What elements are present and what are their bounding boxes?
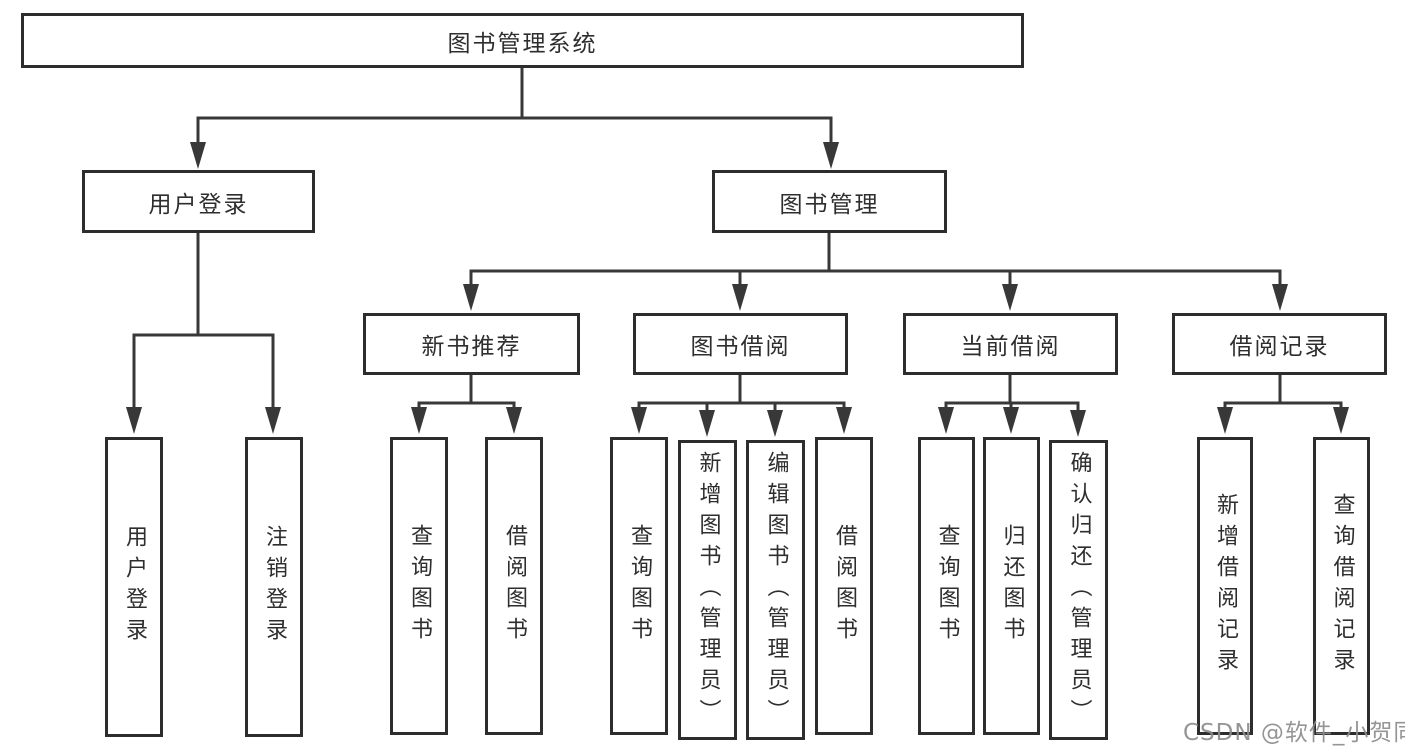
- node-user-login: 用户登录: [82, 170, 315, 233]
- leaf-add-borrow-record: 新增借阅记录: [1197, 437, 1253, 735]
- leaf-add-book-admin: 新增图书（管理员）: [678, 440, 737, 740]
- node-current-borrow: 当前借阅: [903, 313, 1118, 375]
- leaf-label: 新增借阅记录: [1213, 493, 1238, 679]
- leaf-label: 归还图书: [999, 524, 1025, 648]
- csdn-watermark: CSDN @软件_小贺同学: [1183, 720, 1405, 746]
- leaf-borrow-books: 借阅图书: [815, 437, 873, 735]
- node-book-borrow: 图书借阅: [633, 313, 848, 375]
- node-label: 用户登录: [148, 191, 249, 218]
- leaf-query-books: 查询图书: [610, 437, 668, 735]
- leaf-label: 确认归还（管理员）: [1066, 450, 1092, 730]
- leaf-borrow-books: 借阅图书: [485, 437, 543, 735]
- leaf-label: 查询图书: [627, 524, 652, 648]
- leaf-logout: 注销登录: [245, 437, 303, 737]
- leaf-return-books: 归还图书: [983, 437, 1040, 735]
- node-book-management: 图书管理: [712, 170, 947, 233]
- node-label: 新书推荐: [421, 334, 522, 360]
- leaf-edit-book-admin: 编辑图书（管理员）: [746, 440, 805, 740]
- node-label: 图书管理: [779, 191, 880, 218]
- leaf-query-books: 查询图书: [918, 437, 975, 735]
- node-label: 图书管理系统: [447, 30, 598, 57]
- node-label: 借阅记录: [1229, 334, 1330, 360]
- node-label: 当前借阅: [960, 334, 1061, 360]
- leaf-label: 用户登录: [122, 525, 147, 649]
- leaf-user-login: 用户登录: [105, 437, 163, 737]
- leaf-label: 注销登录: [262, 525, 287, 649]
- node-borrow-records: 借阅记录: [1172, 313, 1387, 375]
- leaf-label: 编辑图书（管理员）: [763, 450, 789, 730]
- leaf-label: 查询图书: [934, 524, 960, 648]
- leaf-query-books: 查询图书: [390, 437, 448, 735]
- leaf-confirm-return-admin: 确认归还（管理员）: [1049, 440, 1108, 740]
- leaf-label: 新增图书（管理员）: [695, 450, 721, 730]
- leaf-query-borrow-record: 查询借阅记录: [1313, 437, 1370, 735]
- leaf-label: 借阅图书: [502, 524, 527, 648]
- node-new-book-recommend: 新书推荐: [363, 313, 580, 375]
- leaf-label: 查询图书: [407, 524, 432, 648]
- node-library-management-system: 图书管理系统: [21, 13, 1024, 68]
- node-label: 图书借阅: [690, 334, 791, 360]
- leaf-label: 借阅图书: [832, 524, 857, 648]
- leaf-label: 查询借阅记录: [1329, 493, 1355, 679]
